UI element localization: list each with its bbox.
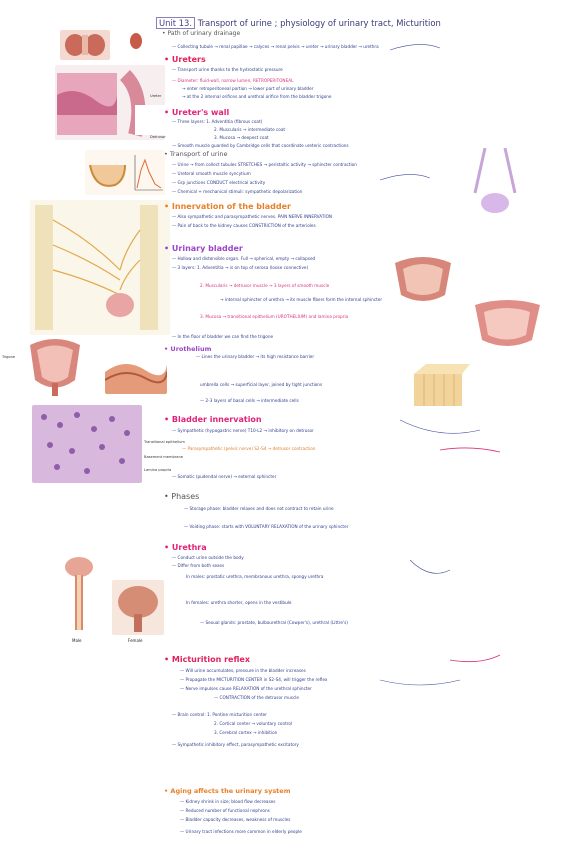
note-line: → internal sphincter of urethra → its mu… [220,297,383,302]
note-line: umbrella cells → superficial layer, join… [200,382,323,387]
heading-ureters: • Ureters [164,55,206,64]
note-line: — Storage phase: bladder relaxes and doe… [184,506,334,511]
caption-female: Female [128,638,143,643]
label-detrusor: Detrusor [150,135,166,139]
note-line: — CONTRACTION of the detrusor muscle [214,695,300,700]
note-line: — Lines the urinary bladder → its high r… [196,354,315,359]
note-line: 3. Cerebral cortex → inhibition [214,730,278,735]
note-line: — Grp junctions CONDUCT electrical activ… [172,180,266,185]
note-line: 2. Cortical center → voluntary control [214,721,293,726]
figure-epithelium-block [408,360,470,412]
note-line: 2. Muscularis → intermediate coat [214,127,286,132]
note-line: — Three layers: 1. Adventitia (fibrous c… [172,119,263,124]
note-line: — Nerve impulses cause RELAXATION of the… [180,686,312,691]
figure-urothelium-wall [105,352,167,394]
label-lamina: Lamina propria [144,468,172,472]
heading-aging: • Aging affects the urinary system [164,787,291,795]
figure-bladder-anatomy [20,335,90,397]
note-line: — Differ from both sexes [172,563,225,568]
heading-urothelium: • Urothelium [164,345,212,353]
note-line: — Kidney shrink in size; blood flow decr… [180,799,276,804]
figure-bladder-right [387,255,459,305]
figure-male-urethra [55,555,103,635]
figure-kidney-cross-section [60,30,110,60]
note-line: — 3 layers: 1. Adventitia → is on top of… [172,265,309,270]
figure-transitional-epithelium [32,405,142,483]
heading-innervation: • Innervation of the bladder [164,202,291,211]
note-line: — Reduced number of functional nephrons [180,808,270,813]
label-basement: Basement membrane [144,455,183,459]
figure-bladder-male-female [470,300,545,348]
note-line: — Voiding phase: starts with VOLUNTARY R… [184,524,349,529]
note-line: — Propagate the MICTURITION CENTER in S2… [180,677,328,682]
note-line: — Collecting tubule → renal papillae → c… [172,44,379,49]
note-line: — Will urine accumulates, pressure in th… [180,668,306,673]
figure-kidney-icon [128,32,144,50]
note-line: — Urinary tract infections more common i… [180,829,302,834]
note-line: 3. Mucosa → transitional epithelium (URO… [200,314,349,319]
heading-urinary-bladder: • Urinary bladder [164,244,243,253]
heading-path: • Path of urinary drainage [162,30,241,37]
note-line: → at the 2 internal orifices and urethra… [182,94,332,99]
figure-kidney-ureter-right [455,148,535,218]
note-line: — Bladder capacity decreases, weakness o… [180,817,291,822]
heading-ureter-wall: • Ureter's wall [164,108,230,117]
label-trigone: Trigone [2,355,16,359]
note-line: — Diameter: fluid-wall, narrow lumen, RE… [172,78,294,83]
note-line: In males: prostatic urethra, membranous … [186,574,324,579]
decorative-arrows [380,44,501,686]
note-line: — Pain of back to the kidney causes CONS… [172,223,316,228]
note-line: — Conduct urine outside the body [172,555,244,560]
heading-transport: • Transport of urine [164,150,228,158]
note-line: — Ureteral smooth muscle syncytium [172,171,251,176]
caption-male: Male [72,638,82,643]
note-line: — Sympathetic (hypogastric nerve) T10-L2… [172,428,314,433]
note-line: — 2-3 layers of basal cells → intermedia… [200,398,299,403]
note-line: — Urine → from collect tubules STRETCHES… [172,162,357,167]
title-text: Transport of urine ; physiology of urina… [197,18,441,28]
note-line: — Sympathetic inhibitory effect, parasym… [172,742,299,747]
label-transitional: Transitional epithelium [144,440,185,444]
note-line: — Chemical + mechanical stimuli: sympath… [172,189,303,194]
note-line: — Smooth muscle guarded by Cambridge cel… [172,143,349,148]
note-line: — Also sympathetic and parasympathetic n… [172,214,333,219]
note-line: → enter retroperitoneal portion → lower … [182,86,314,91]
note-line: — In the floor of bladder we can find th… [172,334,274,339]
figure-female-urethra [112,580,164,635]
note-line: 3. Mucosa → deepest coat [214,135,269,140]
figure-ureter-histology [55,65,165,140]
note-line: 2. Muscularis → detrusor muscle → 3 laye… [200,283,330,288]
note-line: — Sexual glands: prostate, bulbourethral… [200,620,348,625]
heading-phases: • Phases [164,492,200,501]
note-line: — Parasympathetic (pelvic nerve) S2-S4 →… [182,446,316,451]
note-line: — Transport urine thanks to the hydrosta… [172,67,283,72]
label-ureter: Ureter [150,94,162,98]
figure-innervation-diagram [30,200,170,335]
heading-urethra: • Urethra [164,543,207,552]
note-line: — Somatic (pudendal nerve) → external sp… [172,474,277,479]
note-line: — Hollow and distensible organ. Full → s… [172,256,316,261]
note-line: In females: urethra shorter, opens in th… [186,600,292,605]
unit-label: Unit 13. [156,17,196,29]
heading-bladder-innervation: • Bladder innervation [164,415,262,424]
note-line: — Brain control: 1. Pontine micturition … [172,712,267,717]
page-title: Unit 13. Transport of urine ; physiology… [156,17,441,29]
figure-bladder-graph [85,150,165,195]
heading-micturition: • Micturition reflex [164,655,250,664]
